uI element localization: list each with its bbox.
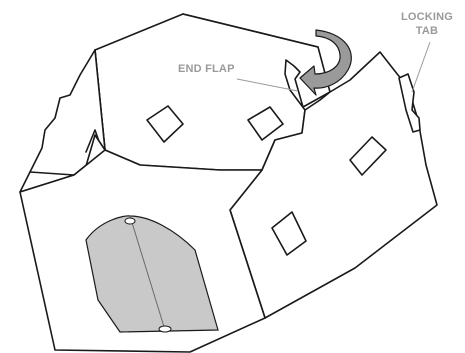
window-back-right bbox=[247, 106, 284, 141]
window-right-lower bbox=[271, 211, 307, 256]
locking-tab-leader bbox=[411, 41, 431, 93]
end-flap-leader bbox=[236, 78, 299, 92]
window-right-upper bbox=[349, 136, 387, 176]
arched-door bbox=[85, 215, 219, 333]
end-flap-label: END FLAP bbox=[178, 63, 235, 75]
window-back-left bbox=[146, 105, 184, 143]
locking-tab-label-line1: LOCKING bbox=[401, 11, 453, 23]
locking-tab bbox=[398, 73, 421, 133]
curved-arrow-icon bbox=[299, 29, 352, 96]
locking-tab-label-line2: TAB bbox=[416, 25, 438, 37]
